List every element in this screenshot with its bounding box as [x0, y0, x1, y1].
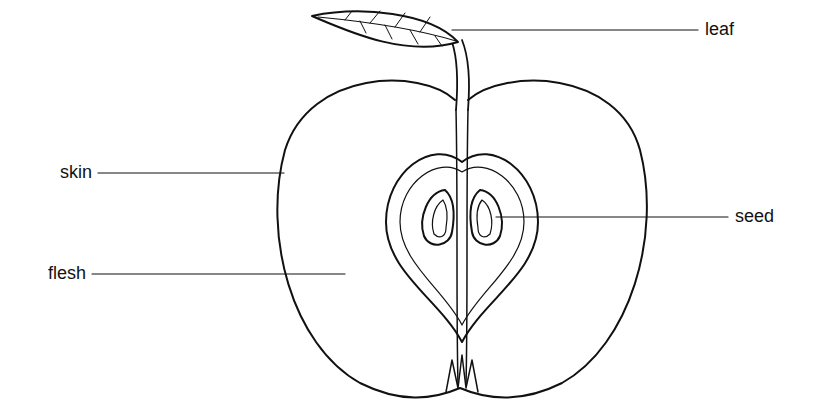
leader-line [452, 29, 698, 30]
apple-calyx [446, 355, 478, 392]
leaf-vein [345, 11, 442, 46]
apple-core [400, 167, 524, 325]
apple-seed [422, 190, 453, 245]
apple-leaf [312, 12, 458, 47]
part-label: leaf [704, 20, 735, 40]
apple-stem [462, 40, 469, 110]
leader-line [98, 172, 284, 173]
part-label: skin [59, 163, 93, 183]
apple-core [386, 154, 538, 342]
apple-seed [477, 200, 492, 237]
leader-line [496, 216, 728, 217]
core-line [456, 110, 468, 385]
part-label: seed [734, 207, 775, 227]
part-label: flesh [47, 264, 87, 284]
apple-skin [277, 81, 647, 398]
leader-line [92, 273, 345, 274]
apple-seed [432, 200, 447, 237]
apple-stem [452, 42, 457, 110]
